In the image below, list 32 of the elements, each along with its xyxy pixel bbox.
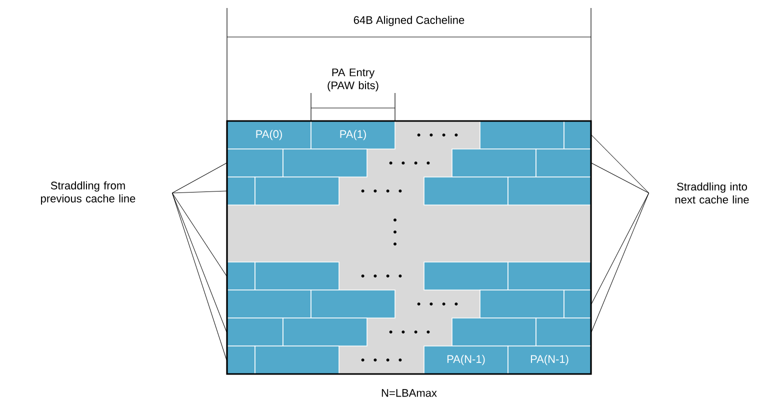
leader-line bbox=[591, 192, 650, 304]
cell bbox=[226, 318, 284, 346]
cell bbox=[226, 148, 284, 178]
cell: PA(0) bbox=[226, 120, 312, 150]
leader-line bbox=[591, 162, 650, 194]
dimension-label: PA Entry (PAW bits) bbox=[328, 68, 378, 92]
cell bbox=[564, 290, 592, 318]
note-text: N=LBAmax bbox=[382, 389, 437, 397]
cell bbox=[564, 120, 592, 150]
leader-line bbox=[172, 162, 227, 194]
leader-line bbox=[591, 192, 650, 332]
cell: PA(N-1) bbox=[508, 346, 592, 374]
cell bbox=[282, 148, 368, 178]
cell bbox=[226, 346, 256, 374]
leader-line bbox=[172, 190, 227, 194]
cell bbox=[226, 262, 256, 290]
cell bbox=[452, 318, 536, 346]
cell: PA(N-1) bbox=[424, 346, 508, 374]
cell bbox=[226, 176, 256, 206]
cell bbox=[282, 318, 368, 346]
cell bbox=[452, 148, 536, 178]
leader-line bbox=[591, 134, 650, 194]
callout-text: Straddling into next cache line bbox=[675, 182, 749, 204]
cell: PA(1) bbox=[310, 120, 396, 150]
leader-line bbox=[172, 192, 227, 276]
leader-line bbox=[172, 192, 227, 360]
cell bbox=[424, 176, 508, 206]
callout-text: Straddling from previous cache line bbox=[41, 181, 136, 205]
dimension-label: 64B Aligned Cacheline bbox=[352, 14, 466, 28]
cell bbox=[508, 176, 592, 206]
cell bbox=[310, 290, 396, 318]
cell bbox=[424, 262, 508, 290]
